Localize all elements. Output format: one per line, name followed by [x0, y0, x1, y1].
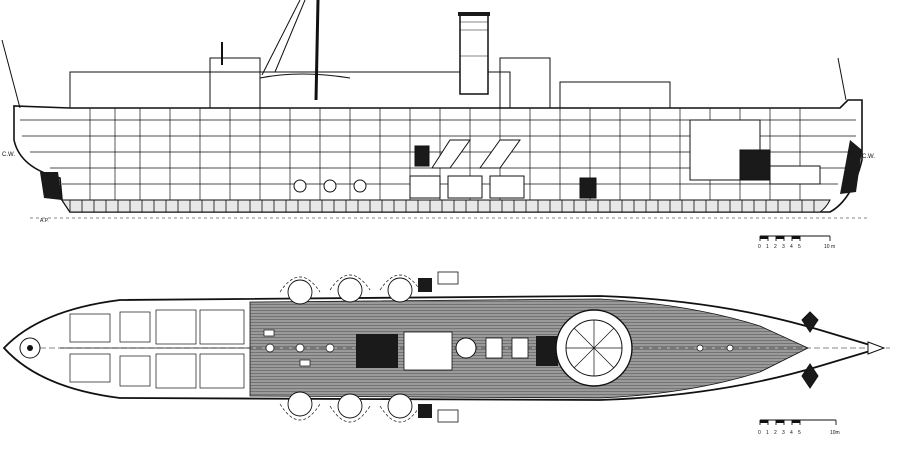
profile-view: C.W. C.W. A.P.: [1, 0, 875, 224]
scale-profile-tick-3: 3: [782, 244, 785, 250]
scale-profile-tick-2: 2: [774, 244, 777, 250]
sponsons-starboard: [287, 391, 413, 419]
funnel: [459, 13, 489, 95]
scale-profile-tick-5: 5: [798, 244, 801, 250]
superstructure: [69, 71, 511, 109]
machinery: [293, 119, 821, 199]
scale-bar-plan: 0 1 2 3 4 5 10m: [758, 419, 840, 436]
aft-cabins: [60, 309, 250, 389]
hatch-dark-1: [356, 334, 398, 368]
funnel-cap: [458, 12, 490, 16]
deck-planking: [249, 298, 809, 399]
scale-plan-tick-4: 4: [790, 430, 793, 436]
scale-plan-end-label: 10m: [830, 430, 840, 436]
waterline-label-left: C.W.: [2, 152, 15, 158]
frame-ticks: [69, 200, 815, 212]
scale-plan-tick-0: 0: [758, 430, 761, 436]
skylight-2: [511, 337, 529, 359]
scale-profile-end-label: 10 m: [824, 244, 835, 250]
skylight: [485, 337, 503, 359]
aft-house: [499, 57, 551, 109]
hatch-dark-2: [536, 336, 558, 366]
scale-plan-tick-2: 2: [774, 430, 777, 436]
stern-rudder: [40, 172, 62, 200]
scale-profile-tick-0: 0: [758, 244, 761, 250]
scale-bar-profile: 0 1 2 3 4 5 10 m: [758, 235, 835, 250]
gun-mount-port-2: [437, 271, 459, 285]
stern-mark: A.P.: [40, 218, 49, 224]
deck-fittings: [263, 329, 734, 367]
engine-hatch: [403, 331, 453, 371]
scale-plan-tick-1: 1: [766, 430, 769, 436]
gun-mount-stbd-2: [437, 409, 459, 423]
funnel-bands: [460, 21, 488, 57]
bow-fittings: [801, 311, 886, 389]
stern-capstan-hub: [27, 345, 33, 351]
scale-profile-tick-4: 4: [790, 244, 793, 250]
funnel-plan: [455, 337, 477, 359]
gun-mount-dark-stbd: [418, 404, 432, 418]
hull-profile: [13, 99, 863, 213]
rigging: [1, 0, 847, 109]
scale-plan-tick-3: 3: [782, 430, 785, 436]
boat-on-deck: [259, 73, 351, 79]
sponson-arcs-port: [279, 274, 421, 293]
bow-stem: [840, 140, 862, 194]
gun-mount-dark-port: [418, 278, 432, 292]
bridge-house: [209, 57, 261, 109]
plan-view: [2, 271, 890, 423]
scale-plan-tick-5: 5: [798, 430, 801, 436]
turret-spokes: [566, 320, 622, 376]
sponsons-port: [287, 277, 413, 305]
waterline-label-right: C.W.: [862, 154, 875, 160]
hull-keel-band: [61, 199, 831, 213]
fore-house: [559, 81, 671, 109]
scale-profile-tick-1: 1: [766, 244, 769, 250]
sponson-arcs-starboard: [279, 403, 421, 423]
